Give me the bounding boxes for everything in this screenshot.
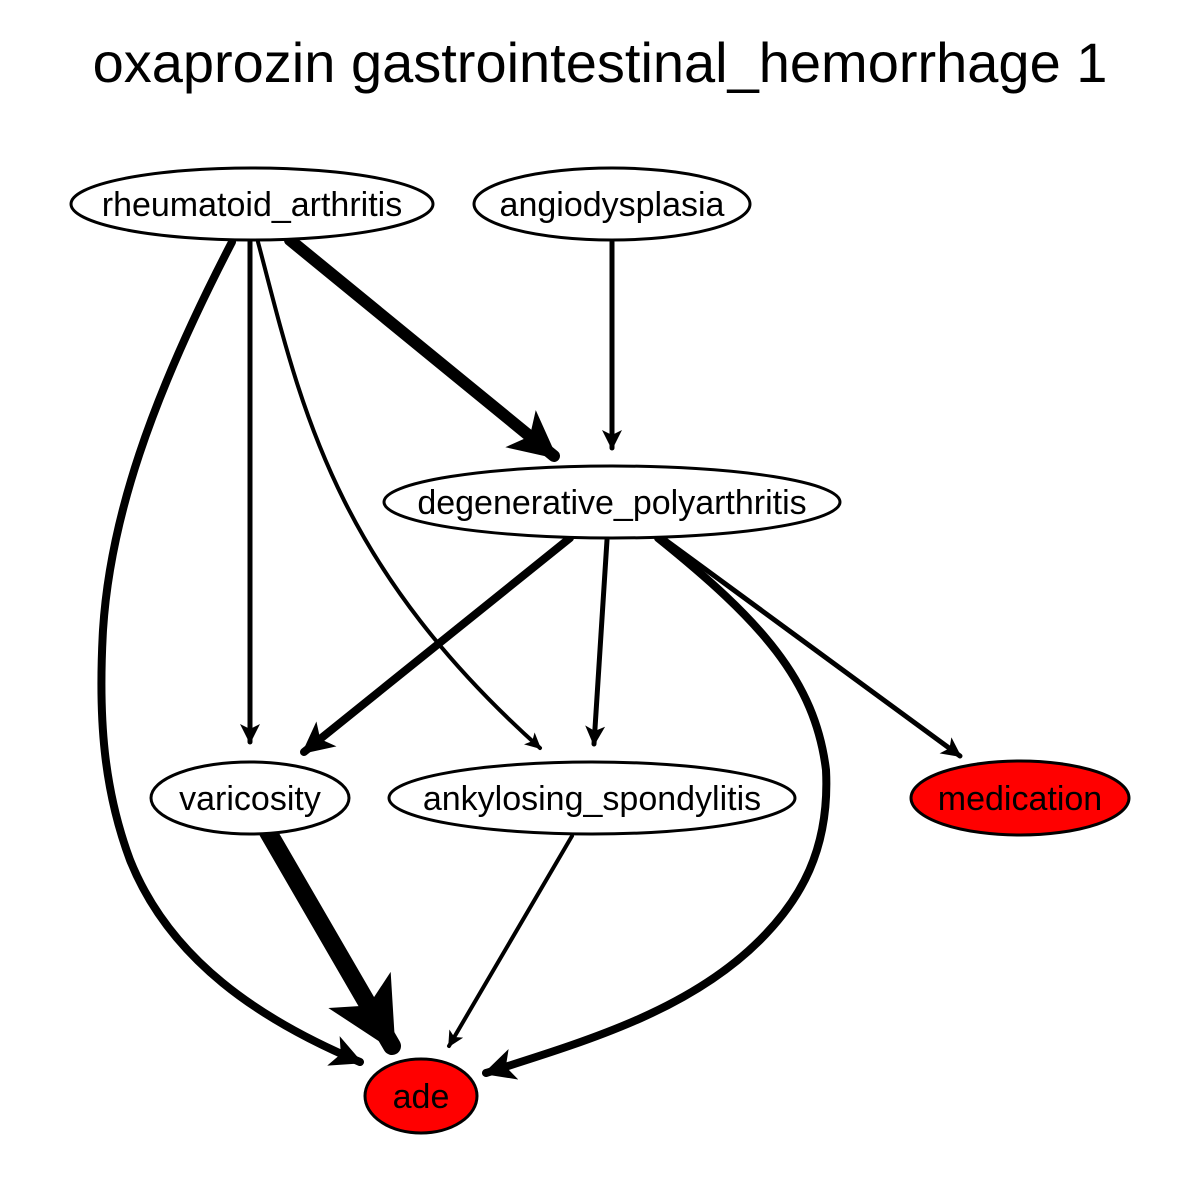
node-rheumatoid_arthritis: rheumatoid_arthritis <box>69 166 435 242</box>
node-degenerative_polyarthritis-ellipse <box>382 464 842 540</box>
edge-degenerative_polyarthritis-to-ade <box>482 534 831 1080</box>
node-medication-label: medication <box>938 780 1102 818</box>
node-rheumatoid_arthritis-ellipse <box>69 166 435 242</box>
node-angiodysplasia-label: angiodysplasia <box>500 186 725 224</box>
node-degenerative_polyarthritis-label: degenerative_polyarthritis <box>417 484 806 522</box>
node-ade-label: ade <box>393 1078 450 1116</box>
node-degenerative_polyarthritis: degenerative_polyarthritis <box>382 464 842 540</box>
edge-ankylosing_spondylitis-to-ade <box>447 834 574 1048</box>
node-varicosity-ellipse <box>149 760 351 836</box>
edge-degenerative_polyarthritis-to-medication <box>657 533 963 759</box>
node-rheumatoid_arthritis-label: rheumatoid_arthritis <box>102 186 402 224</box>
edge-rheumatoid_arthritis-to-ade <box>97 238 364 1066</box>
node-medication-ellipse <box>909 759 1131 837</box>
edges-layer <box>97 234 963 1080</box>
node-varicosity-label: varicosity <box>179 780 321 818</box>
node-angiodysplasia: angiodysplasia <box>472 166 752 242</box>
node-ade: ade <box>363 1057 479 1135</box>
edge-rheumatoid_arthritis-to-ankylosing_spondylitis <box>256 240 542 750</box>
node-ankylosing_spondylitis-ellipse <box>387 760 797 836</box>
edge-rheumatoid_arthritis-to-degenerative_polyarthritis <box>284 234 560 462</box>
nodes-layer: rheumatoid_arthritis angiodysplasia degene… <box>69 166 1131 1135</box>
edge-varicosity-to-ade <box>259 823 401 1055</box>
node-ankylosing_spondylitis-label: ankylosing_spondylitis <box>423 780 761 818</box>
node-ankylosing_spondylitis: ankylosing_spondylitis <box>387 760 797 836</box>
edge-degenerative_polyarthritis-to-varicosity <box>300 534 574 756</box>
edge-degenerative_polyarthritis-to-ankylosing_spondylitis <box>585 537 610 747</box>
node-ade-ellipse <box>363 1057 479 1135</box>
graph-title: oxaprozin gastrointestinal_hemorrhage 1 <box>93 31 1108 94</box>
node-varicosity: varicosity <box>149 760 351 836</box>
node-angiodysplasia-ellipse <box>472 166 752 242</box>
node-medication: medication <box>909 759 1131 837</box>
